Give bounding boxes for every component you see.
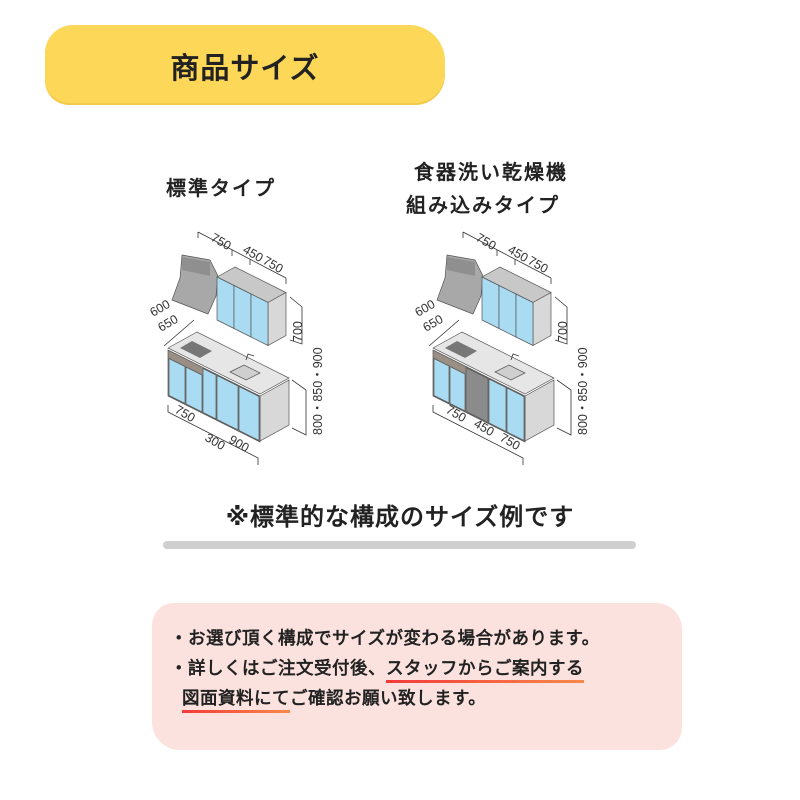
dishwasher-kitchen-diagram: 750 450 750 700 600 650 800・850・900 750 … bbox=[415, 230, 590, 465]
standard-type-title: 標準タイプ bbox=[166, 176, 276, 200]
lower-cabinet-door bbox=[185, 366, 203, 413]
sink bbox=[494, 364, 526, 381]
dim-upper-1: 750 bbox=[209, 230, 234, 253]
info-line-1: ・お選び頂く構成でサイズが変わる場合があります。 bbox=[170, 629, 600, 649]
upper-cabinet-door bbox=[233, 284, 252, 338]
dishwasher-type-title-line2: 組み込みタイプ bbox=[406, 193, 560, 217]
dimension-line-upper-height bbox=[289, 296, 303, 345]
dimension-line-height bbox=[291, 379, 307, 436]
range-hood-panel bbox=[182, 257, 210, 276]
size-example-note: ※標準的な構成のサイズ例です bbox=[225, 503, 575, 531]
dim-height: 800・850・900 bbox=[311, 347, 325, 435]
dim-upper-3: 750 bbox=[261, 253, 286, 276]
dimension-line-lower bbox=[432, 405, 524, 465]
dimension-line-upper-height bbox=[554, 296, 568, 345]
lower-cabinet-door bbox=[216, 374, 239, 431]
upper-cabinet-door bbox=[498, 284, 517, 338]
dim-upper-1: 750 bbox=[474, 230, 499, 253]
cooktop bbox=[445, 341, 477, 358]
info-box: ・お選び頂く構成でサイズが変わる場合があります。 ・詳しくはご注文受付後、スタッ… bbox=[152, 603, 682, 750]
lower-cabinet-door bbox=[238, 385, 260, 442]
lower-cabinet-door bbox=[488, 378, 507, 433]
dimension-line-depth bbox=[428, 319, 460, 347]
lower-cabinet-door bbox=[168, 357, 186, 405]
divider bbox=[163, 541, 636, 549]
info-line-3-plain: ご確認お願い致します。 bbox=[290, 689, 487, 709]
upper-cabinet-door bbox=[515, 293, 534, 347]
dim-upper-3: 750 bbox=[526, 253, 551, 276]
banner-title: 商品サイズ bbox=[170, 51, 320, 85]
dishwasher-type-title-line1: 食器洗い乾燥機 bbox=[414, 160, 568, 184]
dim-upper-height: 700 bbox=[291, 321, 305, 342]
title-banner: 商品サイズ bbox=[45, 25, 445, 103]
lower-cabinet-door bbox=[433, 357, 450, 404]
dimension-line-upper bbox=[462, 231, 552, 279]
lower-cabinet-door bbox=[449, 365, 466, 412]
faucet bbox=[510, 353, 520, 361]
lower-cabinet-door bbox=[506, 387, 525, 442]
dimension-line-lower bbox=[167, 405, 259, 465]
standard-kitchen-diagram: 750 450 750 700 600 650 800・850・900 750 … bbox=[150, 230, 325, 465]
cooktop bbox=[180, 341, 212, 358]
upper-cabinet-door bbox=[250, 293, 269, 347]
info-line-2: ・詳しくはご注文受付後、スタッフからご案内する bbox=[170, 655, 584, 683]
lower-drawer bbox=[202, 367, 217, 420]
info-line-3-underlined: 図面資料にて bbox=[182, 689, 290, 713]
dishwasher-unit bbox=[465, 366, 489, 424]
dimension-line-depth bbox=[163, 319, 195, 347]
dim-upper-height: 700 bbox=[556, 321, 570, 342]
sink bbox=[229, 364, 261, 381]
info-line-2-plain: ・詳しくはご注文受付後、 bbox=[170, 659, 386, 679]
dimension-line-upper bbox=[197, 231, 287, 279]
upper-cabinet-door bbox=[216, 276, 235, 330]
dim-height: 800・850・900 bbox=[576, 347, 590, 435]
range-hood-panel bbox=[447, 257, 475, 276]
faucet bbox=[245, 353, 255, 361]
info-line-2-underlined: スタッフからご案内する bbox=[386, 659, 584, 683]
info-line-3: 図面資料にてご確認お願い致します。 bbox=[182, 685, 487, 713]
dim-lower-2: 300 bbox=[203, 430, 228, 453]
upper-cabinet-door bbox=[481, 276, 500, 330]
dimension-line-height bbox=[556, 379, 572, 436]
